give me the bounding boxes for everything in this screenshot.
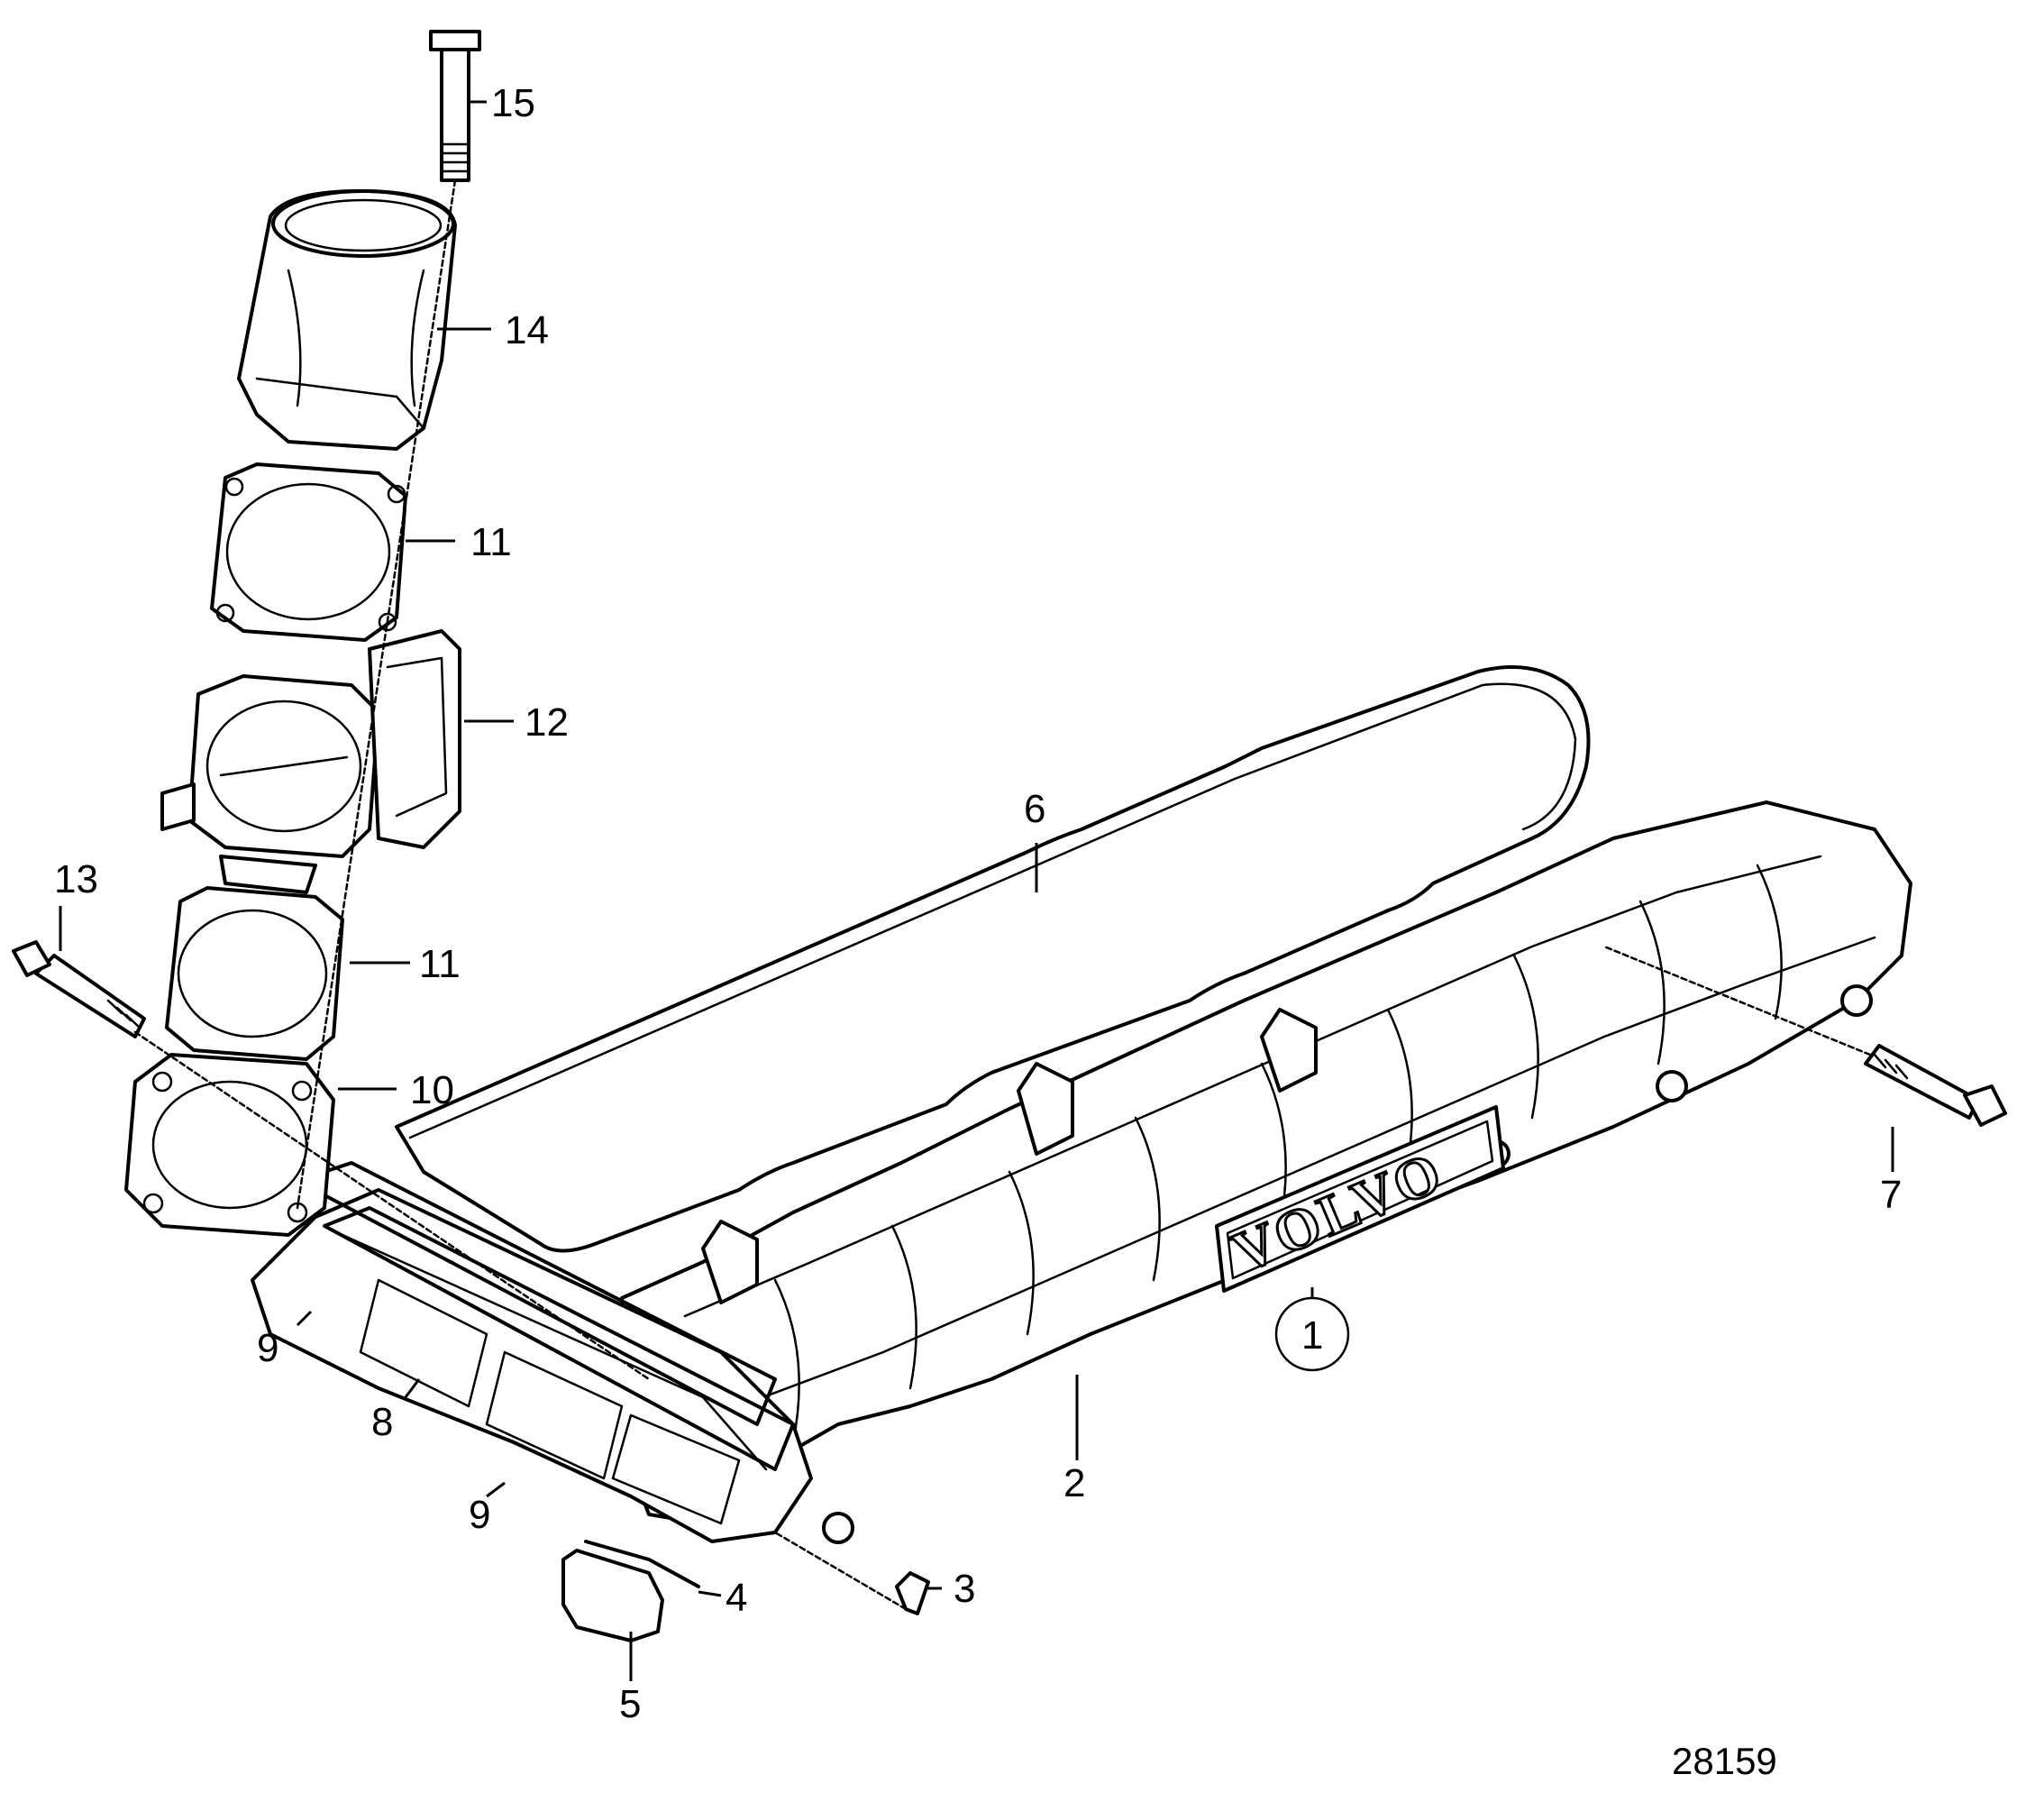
part-14-inlet-pipe <box>237 188 457 451</box>
part-11-gasket-lower <box>165 886 344 1061</box>
callout-4: 4 <box>726 1576 747 1620</box>
callout-2: 2 <box>1063 1461 1085 1505</box>
callout-11-lower: 11 <box>419 942 461 986</box>
callout-1-ring <box>1274 1296 1350 1372</box>
callout-10: 10 <box>410 1068 454 1112</box>
callout-11-upper: 11 <box>470 520 512 564</box>
part-9-gasket-lower <box>323 1206 795 1471</box>
part-13-bolt <box>34 954 146 1038</box>
callout-3: 3 <box>954 1567 975 1611</box>
callout-6: 6 <box>1024 787 1045 831</box>
callout-13: 13 <box>54 857 98 901</box>
part-11-gasket-upper <box>210 462 407 642</box>
leader-lines <box>59 100 1894 1681</box>
callout-7: 7 <box>1880 1173 1902 1217</box>
part-9-gasket-upper <box>296 1161 777 1426</box>
callout-8: 8 <box>371 1400 393 1444</box>
callout-12: 12 <box>525 700 569 745</box>
callout-5: 5 <box>619 1682 641 1726</box>
callout-14: 14 <box>505 308 549 352</box>
reference-number: 28159 <box>1672 1740 1777 1782</box>
part-3-screw <box>895 1571 930 1615</box>
callout-15: 15 <box>491 81 535 125</box>
brand-plate <box>1215 1105 1505 1293</box>
part-5-cover <box>561 1549 664 1642</box>
part-7-bolt <box>1864 1044 1980 1120</box>
part-2-intake-manifold <box>620 800 1912 1525</box>
part-6-gasket <box>395 665 1591 1253</box>
part-12-actuator <box>368 629 461 849</box>
part-4-seal <box>584 1540 700 1588</box>
callout-9-lower: 9 <box>469 1493 490 1537</box>
part-15-long-bolt <box>440 43 470 182</box>
callout-1: 1 <box>1301 1313 1323 1358</box>
callout-9-upper: 9 <box>257 1326 278 1370</box>
